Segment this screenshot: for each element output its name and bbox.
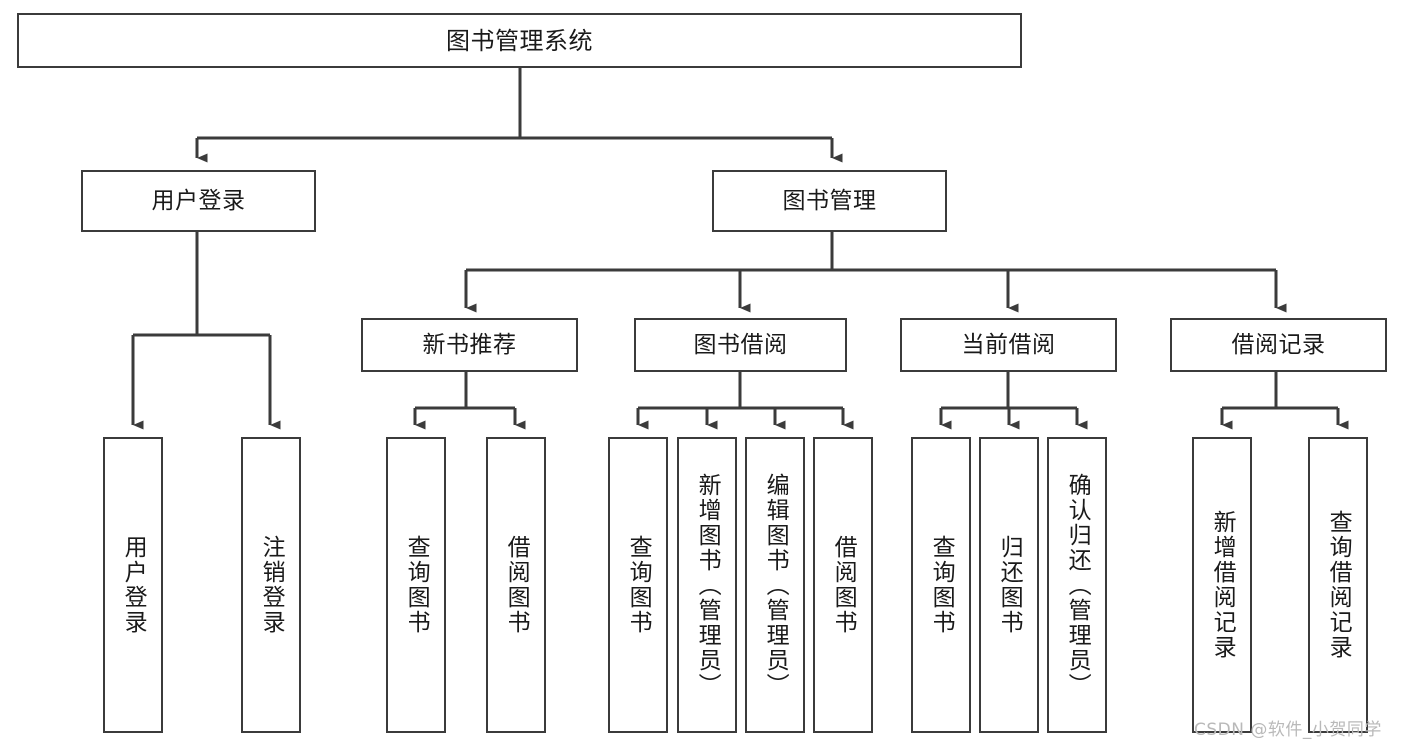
node-label: 新增借阅记录 <box>1209 510 1236 660</box>
leaf-query-book-current[interactable]: 查询图书 <box>911 437 971 733</box>
node-label: 查询图书 <box>928 535 955 635</box>
node-label: 图书管理 <box>782 187 877 214</box>
leaf-edit-book-admin[interactable]: 编辑图书（管理员） <box>745 437 805 733</box>
node-current-borrow[interactable]: 当前借阅 <box>900 318 1117 372</box>
node-label: 新书推荐 <box>422 331 517 358</box>
node-label: 图书借阅 <box>693 331 788 358</box>
leaf-confirm-return-admin[interactable]: 确认归还（管理员） <box>1047 437 1107 733</box>
node-label: 新增图书（管理员） <box>694 472 721 698</box>
leaf-user-login[interactable]: 用户登录 <box>103 437 163 733</box>
node-label: 借阅记录 <box>1231 331 1326 358</box>
node-label: 当前借阅 <box>961 331 1056 358</box>
node-root-system[interactable]: 图书管理系统 <box>17 13 1022 68</box>
node-borrow-record[interactable]: 借阅记录 <box>1170 318 1387 372</box>
node-label: 用户登录 <box>120 535 147 635</box>
node-label: 借阅图书 <box>503 535 530 635</box>
leaf-query-book-borrow[interactable]: 查询图书 <box>608 437 668 733</box>
node-book-borrow[interactable]: 图书借阅 <box>634 318 847 372</box>
node-label: 查询图书 <box>625 535 652 635</box>
node-label: 借阅图书 <box>830 535 857 635</box>
leaf-add-borrow-record[interactable]: 新增借阅记录 <box>1192 437 1252 733</box>
leaf-query-book-newbook[interactable]: 查询图书 <box>386 437 446 733</box>
leaf-user-logout[interactable]: 注销登录 <box>241 437 301 733</box>
node-label: 确认归还（管理员） <box>1064 472 1091 698</box>
node-label: 图书管理系统 <box>446 26 593 55</box>
node-label: 注销登录 <box>258 535 285 635</box>
node-new-book-recommend[interactable]: 新书推荐 <box>361 318 578 372</box>
node-label: 查询图书 <box>403 535 430 635</box>
leaf-borrow-book[interactable]: 借阅图书 <box>813 437 873 733</box>
leaf-return-book[interactable]: 归还图书 <box>979 437 1039 733</box>
node-label: 查询借阅记录 <box>1325 510 1352 660</box>
node-label: 编辑图书（管理员） <box>762 472 789 698</box>
node-label: 归还图书 <box>996 535 1023 635</box>
leaf-add-book-admin[interactable]: 新增图书（管理员） <box>677 437 737 733</box>
leaf-query-borrow-record[interactable]: 查询借阅记录 <box>1308 437 1368 733</box>
node-label: 用户登录 <box>151 187 246 214</box>
leaf-borrow-book-newbook[interactable]: 借阅图书 <box>486 437 546 733</box>
node-book-management[interactable]: 图书管理 <box>712 170 947 232</box>
node-user-login[interactable]: 用户登录 <box>81 170 316 232</box>
